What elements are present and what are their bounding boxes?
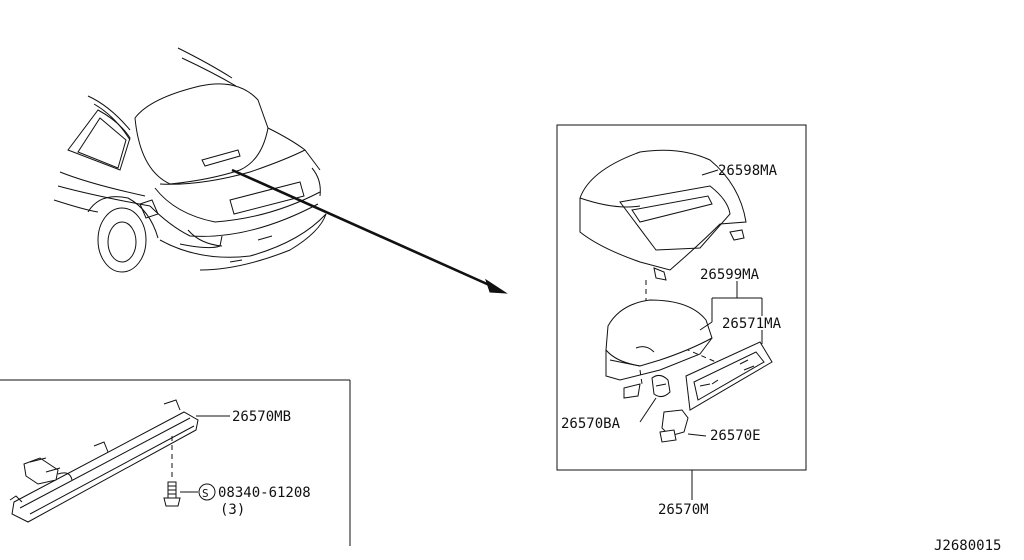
label-26570M: 26570M xyxy=(658,502,709,518)
assembly-box-26570M xyxy=(556,124,807,471)
diagram-code: J2680015 xyxy=(934,538,1001,554)
label-26571MA: 26571MA xyxy=(722,316,782,332)
bolt-symbol: S xyxy=(202,487,209,500)
car-rear-illustration xyxy=(53,47,327,273)
label-26570E: 26570E xyxy=(710,428,761,444)
sub-box-26570MB xyxy=(0,379,351,546)
label-26570BA: 26570BA xyxy=(561,416,621,432)
label-26599MA: 26599MA xyxy=(700,267,760,283)
leader-lines xyxy=(639,169,763,500)
label-26598MA: 26598MA xyxy=(718,163,778,179)
label-26570MB: 26570MB xyxy=(232,409,291,425)
pointer-arrow xyxy=(231,168,508,294)
label-bolt-qty: (3) xyxy=(220,502,245,518)
label-bolt-number: 08340-61208 xyxy=(218,485,311,501)
